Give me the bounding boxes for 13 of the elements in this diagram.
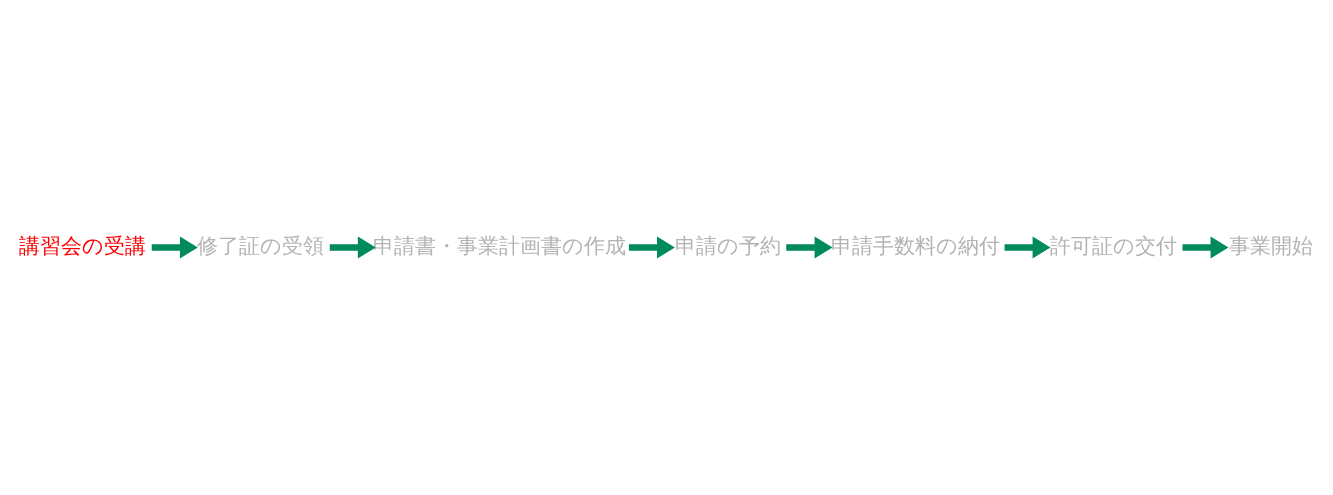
arrow <box>1004 236 1051 259</box>
node-text: 申請書・事業計画書の作成 <box>372 233 626 258</box>
arrow <box>1182 236 1229 259</box>
node-text: 申請手数料の納付 <box>830 233 1000 258</box>
arrow <box>786 236 833 259</box>
node-text: 講習会の受講 <box>19 233 147 258</box>
node-text: 申請の予約 <box>674 233 781 258</box>
arrow <box>151 236 198 259</box>
arrow <box>628 236 675 259</box>
node-text: 修了証の受領 <box>197 233 325 258</box>
node-text: 事業開始 <box>1228 233 1313 258</box>
arrow <box>329 236 376 259</box>
node-text: 許可証の交付 <box>1049 233 1177 258</box>
